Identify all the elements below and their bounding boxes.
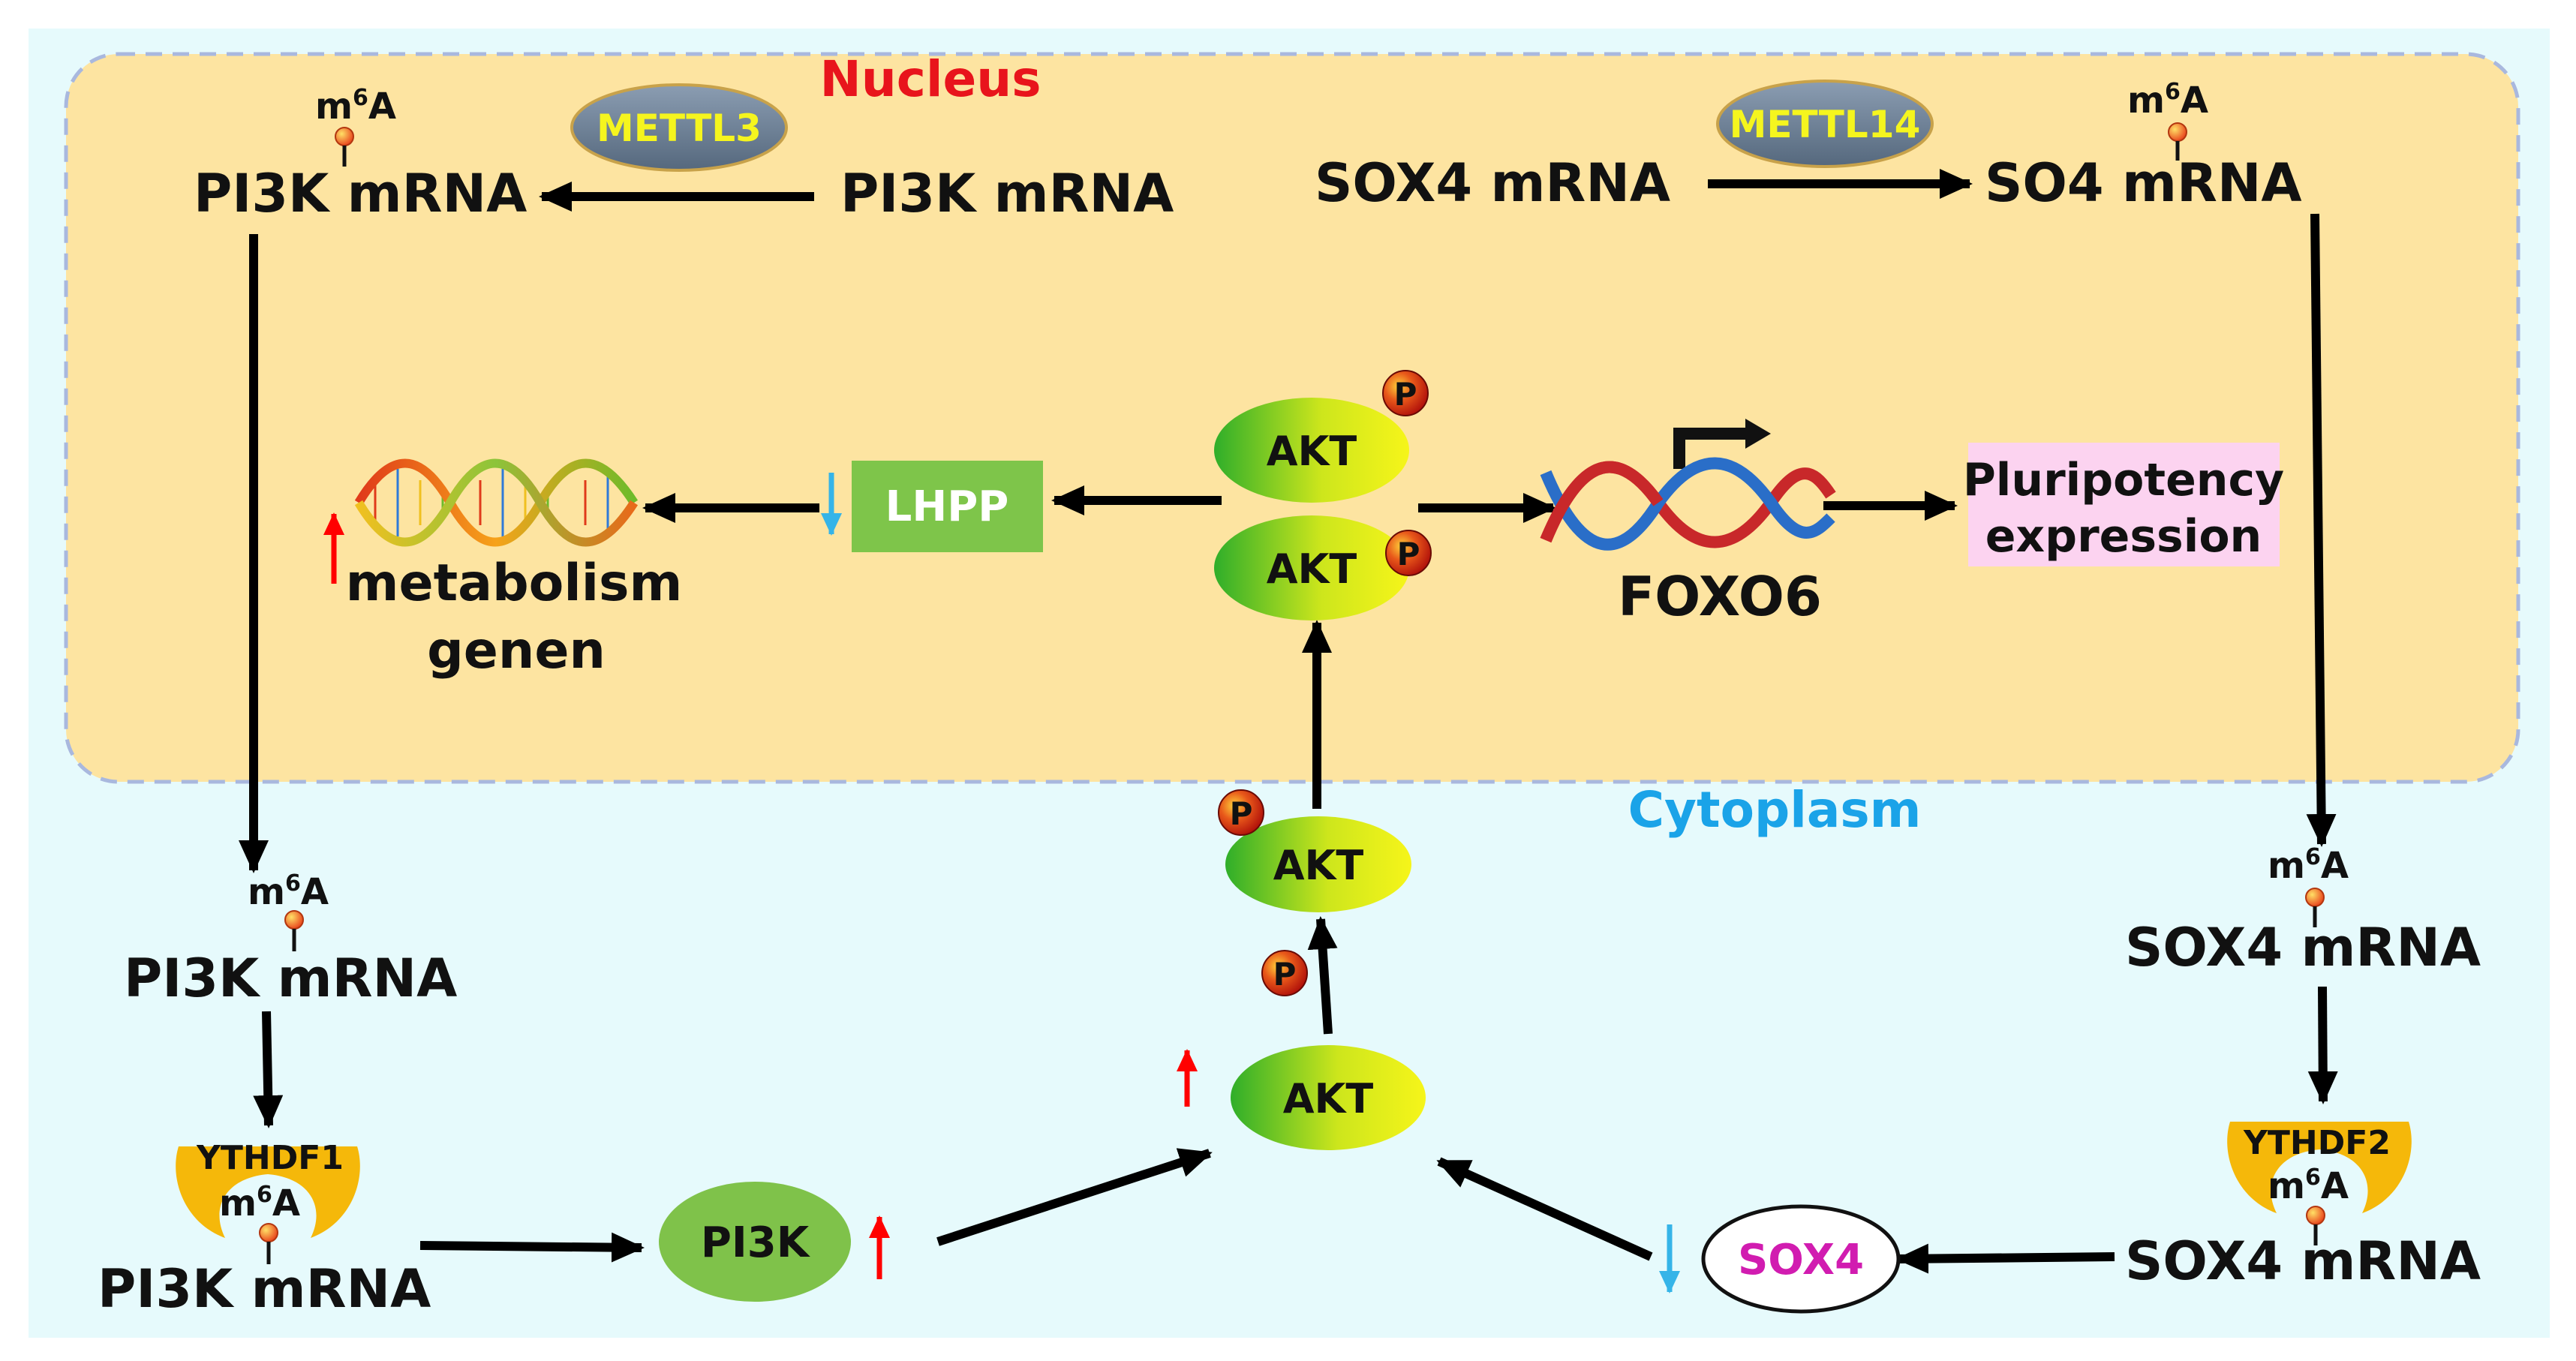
akt-label: AKT xyxy=(1273,842,1364,889)
mettl14-enzyme: METTL14 xyxy=(1716,80,1934,168)
sox4-mrna-unmodified-label: SOX4 mRNA xyxy=(1315,152,1670,214)
akt-label: AKT xyxy=(1267,428,1357,475)
m6a-dot xyxy=(259,1223,278,1242)
arrow-sox4-export xyxy=(2306,213,2337,847)
svg-text:m6A: m6A xyxy=(219,1182,300,1224)
phosphate-icon-transfer: P xyxy=(1261,950,1308,996)
m6a-dot xyxy=(284,910,304,930)
phosphate-icon xyxy=(1218,789,1264,836)
arrow-sox4-inhibits-akt xyxy=(1436,1157,1653,1261)
m6a-mark: m6A xyxy=(315,85,396,167)
sox4-protein: SOX4 xyxy=(1701,1204,1901,1314)
ythdf1-label: YTHDF1 xyxy=(196,1139,344,1177)
akt-cytoplasm: AKT xyxy=(1231,1045,1426,1150)
phosphate-label: P xyxy=(1273,956,1297,993)
m6a-mark: m6A xyxy=(2127,79,2208,161)
dna-helix-icon xyxy=(354,458,639,547)
foxo6-gene-icon xyxy=(1540,419,1836,551)
pluripotency-box: Pluripotency expression xyxy=(1963,443,2284,566)
foxo6-label: FOXO6 xyxy=(1618,565,1822,628)
phosphate-icon xyxy=(1382,370,1429,416)
akt-label: AKT xyxy=(1267,545,1357,593)
sox4-protein-label: SOX4 xyxy=(1738,1236,1864,1284)
pi3k-protein: PI3K xyxy=(659,1182,851,1302)
pluripotency-label-line1: Pluripotency xyxy=(1963,454,2284,506)
m6a-mark: m6A xyxy=(2268,1164,2349,1245)
m6a-mark: m6A xyxy=(219,1182,300,1264)
ythdf2-reader: YTHDF2 m6A xyxy=(2227,1122,2412,1245)
arrow-sox4-to-reader xyxy=(2307,986,2338,1104)
arrow-akt-phosphorylation xyxy=(1307,916,1338,1035)
akt-phospho-nucleus-top: AKT P xyxy=(1214,370,1429,503)
arrow-pi3k-activates-akt xyxy=(936,1148,1213,1246)
akt-label: AKT xyxy=(1283,1075,1374,1122)
m6a-mark: m6A xyxy=(248,870,329,951)
phosphate-icon xyxy=(1385,530,1432,576)
m6a-dot xyxy=(2305,888,2325,907)
phosphate-label: P xyxy=(1230,795,1253,832)
pi3k-mrna-methylated-nucleus: m6A PI3K mRNA xyxy=(194,85,527,224)
svg-text:m6A: m6A xyxy=(2268,1164,2349,1207)
svg-text:m6A: m6A xyxy=(248,870,329,913)
cytoplasm-label: Cytoplasm xyxy=(1628,781,1922,839)
phosphate-label: P xyxy=(1397,536,1420,572)
arrow-pi3k-to-reader xyxy=(253,1011,284,1128)
mettl14-label: METTL14 xyxy=(1730,103,1921,146)
svg-text:m6A: m6A xyxy=(315,85,396,128)
arrow-translation-pi3k xyxy=(419,1232,645,1263)
pi3k-mrna-label: PI3K mRNA xyxy=(194,163,527,224)
ythdf2-label: YTHDF2 xyxy=(2243,1124,2391,1162)
phosphate-label: P xyxy=(1394,376,1417,413)
svg-text:m6A: m6A xyxy=(2268,844,2349,887)
akt-phospho-nucleus-bottom: AKT P xyxy=(1214,515,1432,620)
m6a-dot xyxy=(2306,1206,2325,1225)
so4-mrna-label: SO4 mRNA xyxy=(1985,152,2302,214)
m6a-dot xyxy=(2168,122,2187,142)
ythdf1-reader: YTHDF1 m6A xyxy=(176,1139,360,1264)
m6a-mark: m6A xyxy=(2268,844,2349,927)
mettl3-enzyme: METTL3 xyxy=(570,83,788,172)
metabolism-genes-label-line1: metabolism xyxy=(346,554,683,613)
svg-text:m6A: m6A xyxy=(2127,79,2208,122)
m6a-dot xyxy=(335,127,354,146)
pi3k-mrna-bound-label: PI3K mRNA xyxy=(98,1258,431,1320)
pi3k-mrna-label: PI3K mRNA xyxy=(124,948,457,1009)
pi3k-mrna-methylated-cytoplasm: m6A PI3K mRNA xyxy=(124,870,457,1009)
metabolism-genes-label-line2: genen xyxy=(427,621,606,680)
mettl3-label: METTL3 xyxy=(597,107,762,150)
lhpp-label: LHPP xyxy=(885,482,1009,531)
akt-phospho-cytoplasm: AKT P xyxy=(1218,789,1411,912)
arrow-translation-sox4 xyxy=(1895,1243,2115,1274)
so4-mrna-methylated-nucleus: m6A SO4 mRNA xyxy=(1985,79,2302,214)
sox4-mrna-methylated-cytoplasm: m6A SOX4 mRNA xyxy=(2125,844,2481,978)
pluripotency-label-line2: expression xyxy=(1985,510,2262,563)
sox4-mrna-bound-label: SOX4 mRNA xyxy=(2125,1230,2481,1292)
sox4-mrna-label: SOX4 mRNA xyxy=(2125,917,2481,978)
pi3k-protein-label: PI3K xyxy=(701,1218,811,1267)
nucleus-label: Nucleus xyxy=(819,50,1041,108)
lhpp-box: LHPP xyxy=(852,461,1043,552)
pi3k-mrna-unmodified-label: PI3K mRNA xyxy=(840,163,1174,224)
arrows xyxy=(239,169,2338,1274)
